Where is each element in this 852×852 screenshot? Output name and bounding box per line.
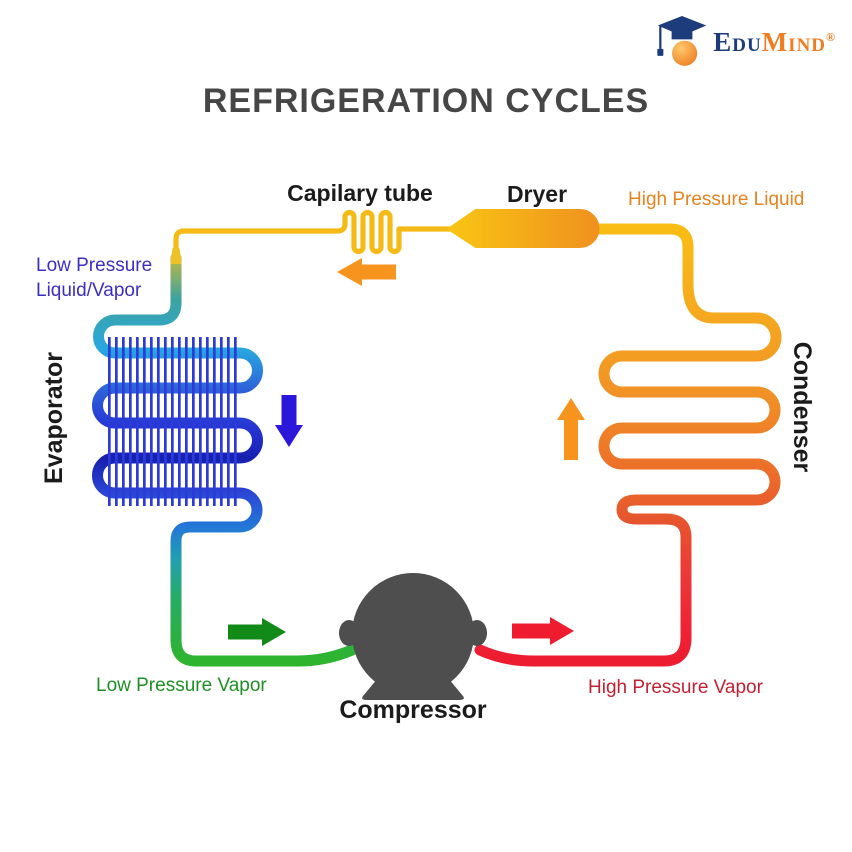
capillary-tube-label: Capilary tube xyxy=(287,180,433,206)
low-pressure-liquid-vapor-label: Low Pressure Liquid/Vapor xyxy=(36,253,152,303)
flow-arrow-up-icon xyxy=(557,398,585,460)
evaporator-label: Evaporator xyxy=(40,352,68,484)
dryer-body xyxy=(448,209,600,248)
condenser-label: Condenser xyxy=(788,341,816,473)
flow-arrow-right-red-icon xyxy=(512,617,574,645)
graduation-cap-icon xyxy=(657,16,707,66)
capillary-tube-pipe xyxy=(173,209,457,256)
compressor-body xyxy=(339,573,487,700)
evaporator-fins xyxy=(107,337,240,506)
evaporator-coil-pipe xyxy=(92,252,358,667)
pipe-taper xyxy=(170,248,182,264)
flow-arrow-right-green-icon xyxy=(228,618,286,646)
flow-arrow-down-icon xyxy=(275,395,303,447)
condenser-coil-pipe xyxy=(474,223,782,667)
dryer-label: Dryer xyxy=(506,181,568,207)
low-pressure-vapor-label: Low Pressure Vapor xyxy=(96,675,267,696)
logo-text-edu: Edu xyxy=(713,26,762,57)
compressor-shell xyxy=(352,573,474,695)
high-pressure-liquid-label: High Pressure Liquid xyxy=(628,189,805,210)
edumind-logo: EduMind® xyxy=(656,14,836,70)
page-title: REFRIGERATION CYCLES xyxy=(202,82,650,120)
low-pressure-liquid-vapor-line1: Low Pressure xyxy=(36,255,153,276)
compressor-label: Compressor xyxy=(339,696,487,724)
low-pressure-liquid-vapor-line2: Liquid/Vapor xyxy=(36,280,142,301)
high-pressure-vapor-label: High Pressure Vapor xyxy=(588,677,763,698)
registered-trademark-symbol: ® xyxy=(826,29,836,44)
logo-wordmark: EduMind® xyxy=(713,27,836,58)
flow-arrow-left-icon xyxy=(337,258,396,286)
logo-text-mind: Mind xyxy=(761,26,827,57)
